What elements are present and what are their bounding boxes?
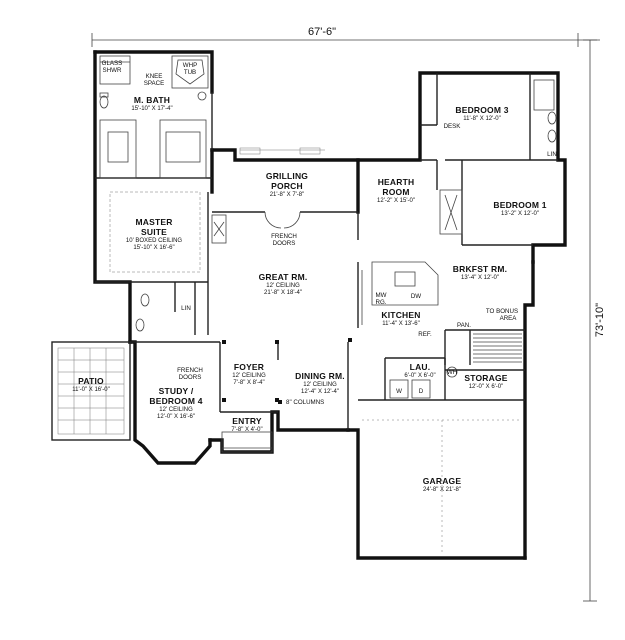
french-doors-label: DOORS xyxy=(273,240,296,247)
room-name: GRILLING xyxy=(266,171,308,181)
patio xyxy=(51,341,131,441)
room-lau: LAU. 6'-0" X 6'-0" xyxy=(404,362,435,379)
overall-width-label: 67'-6" xyxy=(308,26,336,38)
room-size: 21'-8" X 7'-8" xyxy=(270,192,305,198)
french-doors-label: DOORS xyxy=(179,374,202,381)
room-name: STUDY / xyxy=(159,386,194,396)
room-name: LAU. xyxy=(410,362,431,372)
room-name: PATIO xyxy=(78,376,104,386)
room-brkfst-rm: BRKFST RM. 13'-4" X 12'-0" xyxy=(453,264,507,281)
room-size: 12'-2" X 15'-0" xyxy=(377,198,415,204)
room-name: PORCH xyxy=(271,181,303,191)
knee-space-label: KNEE xyxy=(146,73,163,80)
to-bonus-area-label: TO BONUS xyxy=(486,308,518,315)
overall-depth-label: 73'-10" xyxy=(594,303,606,337)
room-name: MASTER xyxy=(135,217,172,227)
room-name: BRKFST RM. xyxy=(453,264,507,274)
room-size: 6'-0" X 6'-0" xyxy=(404,373,435,379)
room-dining-rm: DINING RM. 12' CEILING 12'-4" X 12'-4" xyxy=(295,371,345,395)
room-kitchen: KITCHEN 11'-4" X 13'-6" xyxy=(381,310,420,327)
french-doors-label: FRENCH xyxy=(271,233,297,240)
room-bedroom-1: BEDROOM 1 13'-2" X 12'-0" xyxy=(493,200,546,217)
room-ceiling: 12' CEILING xyxy=(159,407,193,413)
refrigerator-label: REF. xyxy=(418,331,432,338)
room-name: BEDROOM 1 xyxy=(493,200,546,210)
room-name: M. BATH xyxy=(134,95,170,105)
pantry-label: PAN. xyxy=(457,322,471,329)
entry-steps xyxy=(221,431,273,453)
fixture-labels: GLASS SHWR KNEE SPACE WHP TUB DESK LIN L… xyxy=(102,60,557,406)
room-ceiling: 12' CEILING xyxy=(303,382,337,388)
room-m-bath: M. BATH 15'-10" X 17'-4" xyxy=(131,95,172,112)
columns-label: 8" COLUMNS xyxy=(286,399,324,406)
room-name: ROOM xyxy=(382,187,409,197)
room-size: 7'-8" X 4'-0" xyxy=(231,427,262,433)
room-name: DINING RM. xyxy=(295,371,345,381)
room-great-rm: GREAT RM. 12' CEILING 21'-8" X 18'-4" xyxy=(259,272,308,296)
french-doors-label: FRENCH xyxy=(177,367,203,374)
room-size: 12'-0" X 16'-6" xyxy=(157,414,195,420)
room-size: 12'-4" X 12'-4" xyxy=(301,389,339,395)
room-size: 15'-10" X 16'-6" xyxy=(133,245,174,251)
fixtures xyxy=(99,55,557,555)
range-label: RG. xyxy=(375,299,386,306)
room-size: 13'-2" X 12'-0" xyxy=(501,211,539,217)
room-ceiling: 10' BOXED CEILING xyxy=(126,238,182,244)
linen-label: LIN xyxy=(547,151,557,158)
room-name: BEDROOM 3 xyxy=(455,105,508,115)
room-patio: PATIO 11'-0" X 16'-0" xyxy=(72,376,109,393)
room-ceiling: 12' CEILING xyxy=(232,373,266,379)
stairs xyxy=(473,333,522,363)
room-storage: STORAGE 12'-0" X 6'-0" xyxy=(464,373,507,390)
glass-shower-label: SHWR xyxy=(103,67,122,74)
room-size: 7'-8" X 8'-4" xyxy=(233,380,264,386)
linen-label: LIN xyxy=(181,305,191,312)
room-master-suite: MASTER SUITE 10' BOXED CEILING 15'-10" X… xyxy=(126,217,182,251)
whirlpool-tub-label: WHP xyxy=(183,62,197,69)
room-name: KITCHEN xyxy=(381,310,420,320)
room-name: GARAGE xyxy=(423,476,462,486)
room-entry: ENTRY 7'-8" X 4'-0" xyxy=(231,416,262,433)
to-bonus-area-label: AREA xyxy=(500,315,518,322)
room-size: 15'-10" X 17'-4" xyxy=(131,106,172,112)
exterior-walls xyxy=(93,50,567,560)
room-name: FOYER xyxy=(234,362,264,372)
washer-label: W xyxy=(396,388,402,395)
whirlpool-tub-label: TUB xyxy=(184,69,196,76)
room-foyer: FOYER 12' CEILING 7'-8" X 8'-4" xyxy=(232,362,266,386)
room-size: 11'-8" X 12'-0" xyxy=(463,116,500,122)
room-name: STORAGE xyxy=(464,373,507,383)
glass-shower-label: GLASS xyxy=(102,60,123,67)
room-size: 13'-4" X 12'-0" xyxy=(461,275,499,281)
room-size: 11'-0" X 16'-0" xyxy=(72,387,109,393)
room-name: HEARTH xyxy=(378,177,415,187)
room-name: BEDROOM 4 xyxy=(149,396,202,406)
room-name: ENTRY xyxy=(232,416,262,426)
room-size: 24'-8" X 21'-8" xyxy=(423,487,461,493)
desk-label: DESK xyxy=(444,123,462,130)
water-heater-label: WH xyxy=(447,369,457,376)
room-garage: GARAGE 24'-8" X 21'-8" xyxy=(423,476,462,493)
room-ceiling: 12' CEILING xyxy=(266,283,300,289)
room-size: 12'-0" X 6'-0" xyxy=(469,384,504,390)
room-hearth-room: HEARTH ROOM 12'-2" X 15'-0" xyxy=(377,177,415,204)
room-study-bedroom-4: STUDY / BEDROOM 4 12' CEILING 12'-0" X 1… xyxy=(149,386,202,420)
knee-space-label: SPACE xyxy=(144,80,165,87)
dishwasher-label: DW xyxy=(411,293,421,300)
room-grilling-porch: GRILLING PORCH 21'-8" X 7'-8" xyxy=(266,171,308,198)
microwave-label: MW xyxy=(376,292,387,299)
room-name: GREAT RM. xyxy=(259,272,308,282)
room-size: 11'-4" X 13'-6" xyxy=(382,321,419,327)
room-bedroom-3: BEDROOM 3 11'-8" X 12'-0" xyxy=(455,105,508,122)
room-size: 21'-8" X 18'-4" xyxy=(264,290,302,296)
room-name: SUITE xyxy=(141,227,167,237)
dimension-lines xyxy=(91,33,600,602)
dryer-label: D xyxy=(419,388,424,395)
